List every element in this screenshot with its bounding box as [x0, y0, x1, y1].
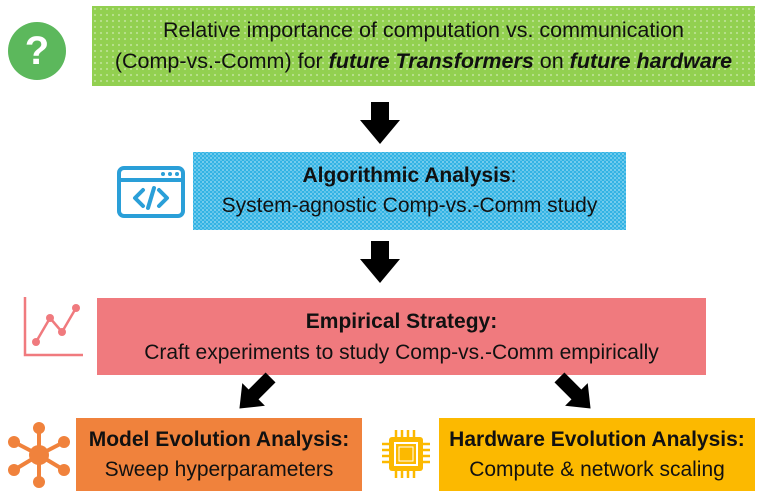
- cpu-chip-icon: [382, 430, 430, 478]
- question-line2: (Comp-vs.-Comm) for future Transformers …: [115, 46, 732, 77]
- hardware-evolution-box: Hardware Evolution Analysis: Compute & n…: [439, 418, 755, 491]
- empirical-title: Empirical Strategy:: [305, 309, 498, 333]
- hardware-evolution-title: Hardware Evolution Analysis:: [449, 427, 745, 451]
- network-hub-icon: [8, 422, 70, 488]
- question-line2-prefix: (Comp-vs.-Comm) for: [114, 49, 329, 73]
- model-evolution-title: Model Evolution Analysis:: [88, 427, 350, 451]
- algorithmic-title: Algorithmic Analysis: [302, 164, 511, 187]
- question-glyph: ?: [24, 28, 50, 73]
- algorithmic-title-line: Algorithmic Analysis:: [303, 161, 517, 191]
- question-box: Relative importance of computation vs. c…: [92, 6, 755, 86]
- diagonal-arrow-left: [239, 372, 276, 409]
- code-window-icon: [117, 166, 185, 218]
- diagonal-arrow-right: [554, 372, 591, 409]
- question-emphasis-transformers: future Transformers: [328, 49, 534, 73]
- down-arrow-2: [360, 241, 400, 283]
- algorithmic-analysis-box: Algorithmic Analysis: System-agnostic Co…: [193, 152, 626, 230]
- question-line2-mid: on: [533, 49, 570, 73]
- empirical-strategy-box: Empirical Strategy: Craft experiments to…: [97, 298, 706, 375]
- line-chart-icon: [23, 297, 83, 357]
- question-line1: Relative importance of computation vs. c…: [162, 18, 685, 42]
- algorithmic-subtitle: System-agnostic Comp-vs.-Comm study: [221, 194, 598, 217]
- model-evolution-box: Model Evolution Analysis: Sweep hyperpar…: [76, 418, 362, 491]
- empirical-subtitle: Craft experiments to study Comp-vs.-Comm…: [144, 340, 659, 364]
- down-arrow-1: [360, 102, 400, 144]
- model-evolution-subtitle: Sweep hyperparameters: [104, 457, 334, 481]
- question-emphasis-hardware: future hardware: [569, 49, 733, 73]
- algorithmic-colon: :: [510, 164, 517, 187]
- hardware-evolution-subtitle: Compute & network scaling: [469, 457, 725, 481]
- question-mark-icon: ?: [8, 22, 66, 80]
